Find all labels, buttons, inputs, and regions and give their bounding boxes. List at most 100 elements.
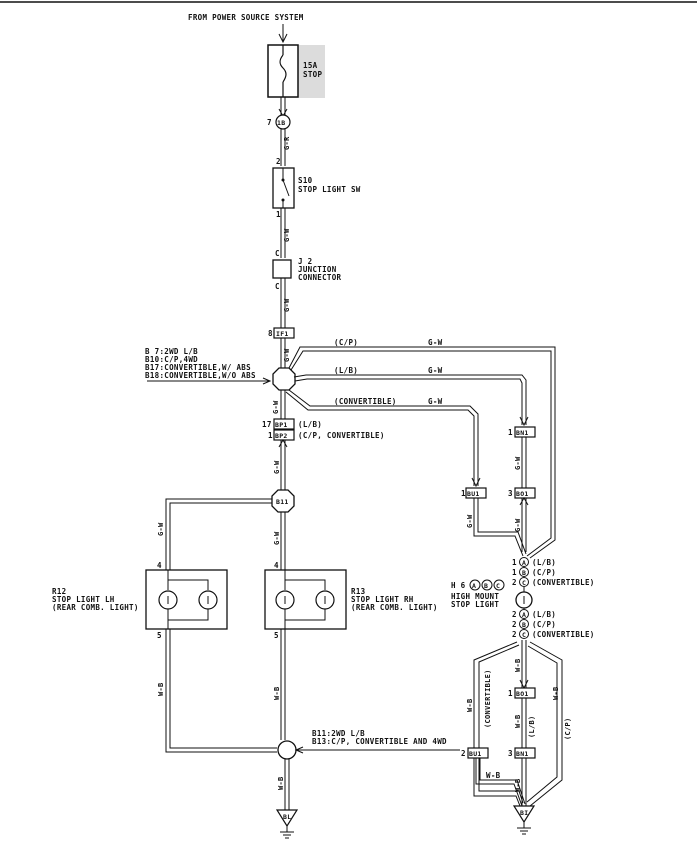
wire-bu1-gnd-a bbox=[475, 758, 523, 807]
h6-code: H 6 bbox=[451, 581, 466, 590]
bo1-top-box bbox=[514, 487, 536, 499]
branch-conv-b bbox=[285, 391, 475, 486]
wire-label-wb-7: W-B bbox=[466, 698, 474, 712]
label-lb-bottom: (L/B) bbox=[528, 715, 536, 738]
h6-top-conn-c: C bbox=[522, 579, 526, 587]
bo1-top-pin: 3 bbox=[508, 489, 513, 498]
bo1-bot-id: BO1 bbox=[516, 690, 529, 698]
if1-id: IF1 bbox=[276, 330, 289, 338]
r12-pin-top: 4 bbox=[157, 561, 162, 570]
bu1-top-box bbox=[465, 487, 487, 499]
s10-pin-out: 1 bbox=[276, 210, 281, 219]
r13-name2: (REAR COMB. LIGHT) bbox=[351, 603, 438, 612]
bu1-bot-pin: 2 bbox=[461, 749, 466, 758]
branch-lb-a bbox=[293, 374, 527, 425]
wire-b11-r12-b bbox=[169, 502, 272, 570]
branch-conv-a bbox=[288, 389, 479, 486]
wire-label-wb-9: W-B bbox=[514, 778, 522, 792]
h6-bot-circle-a bbox=[519, 609, 529, 619]
branch-conv-wire: G-W bbox=[428, 397, 443, 406]
bu1-top-id: BU1 bbox=[467, 490, 480, 498]
ground-left-icon bbox=[275, 809, 299, 828]
wire-label-gw-2: G-W bbox=[283, 298, 291, 312]
h6-circle-b-label: B bbox=[484, 582, 488, 590]
junction-top bbox=[272, 367, 296, 391]
r12-pin-bot: 5 bbox=[157, 631, 162, 640]
r13-name1: STOP LIGHT RH bbox=[351, 595, 414, 604]
r13-code: R13 bbox=[351, 587, 366, 596]
j2-code: J 2 bbox=[298, 257, 312, 266]
h6-bot-conn-a: A bbox=[522, 611, 526, 619]
j2-pin-out: C bbox=[275, 282, 280, 291]
wire-b11-r12-a bbox=[165, 498, 272, 570]
source-label: FROM POWER SOURCE SYSTEM bbox=[188, 13, 304, 22]
bp1-note: (L/B) bbox=[298, 420, 322, 429]
wire-label-wb-6: W-B bbox=[552, 686, 560, 700]
h6-top-note-3: (CONVERTIBLE) bbox=[532, 578, 595, 587]
bo1-bot-pin: 1 bbox=[508, 689, 513, 698]
h6-bot-circle-c bbox=[519, 629, 529, 639]
wire-h6-conv-loop-a bbox=[473, 641, 521, 807]
bu1-bot-box bbox=[467, 747, 489, 759]
wire-label-gw-5: G-W bbox=[466, 514, 474, 528]
s10-contact-dot-a bbox=[281, 178, 285, 182]
h6-bot-conn-c: C bbox=[522, 631, 526, 639]
bp2-pin: 1 bbox=[268, 431, 273, 440]
s10-contact-icon bbox=[282, 179, 290, 197]
bp2-note: (C/P, CONVERTIBLE) bbox=[298, 431, 385, 440]
s10-code: S10 bbox=[298, 176, 313, 185]
wire-label-wb-3: W-B bbox=[277, 776, 285, 790]
junction-top-line-3: B17:CONVERTIBLE,W/ ABS bbox=[145, 363, 251, 372]
h6-bot-pin-3: 2 bbox=[512, 630, 517, 639]
j2-name1: JUNCTION bbox=[298, 265, 337, 274]
if1-pin: 8 bbox=[268, 329, 273, 338]
h6-top-pin-2: 1 bbox=[512, 568, 517, 577]
bn1-bot-box bbox=[514, 747, 536, 759]
wire-h6-conv-loop-b bbox=[478, 644, 524, 804]
wire-label-wb-1: W-B bbox=[157, 682, 165, 696]
fuse-element-icon bbox=[279, 54, 287, 83]
wire-label-wb-4: W-B bbox=[514, 658, 522, 672]
junction-bottom-line-2: B13:C/P, CONVERTIBLE AND 4WD bbox=[312, 737, 447, 746]
wire-label-wb-5: W-B bbox=[514, 714, 522, 728]
h6-bot-circle-b bbox=[519, 619, 529, 629]
h6-bot-pin-1: 2 bbox=[512, 610, 517, 619]
bo1-top-id: BO1 bbox=[516, 490, 529, 498]
h6-circle-c bbox=[493, 579, 505, 591]
h6-top-conn-a: A bbox=[522, 559, 526, 567]
h6-top-circle-b bbox=[519, 567, 529, 577]
r12-name2: (REAR COMB. LIGHT) bbox=[52, 603, 139, 612]
h6-name2: STOP LIGHT bbox=[451, 600, 499, 609]
junction-bottom-pointer-head bbox=[294, 746, 304, 754]
r13-pin-bot: 5 bbox=[274, 631, 279, 640]
arrow-bo1-up bbox=[519, 496, 529, 506]
r12-internal-top bbox=[167, 570, 209, 590]
bn1-top-id: BN1 bbox=[516, 429, 529, 437]
j2-box bbox=[272, 259, 292, 279]
wire-label-gw-6: G-W bbox=[514, 518, 522, 532]
branch-lb-label: (L/B) bbox=[334, 366, 358, 375]
r13-pin-top: 4 bbox=[274, 561, 279, 570]
h6-circle-c-label: C bbox=[496, 582, 500, 590]
wire-bu1-gnd-b bbox=[479, 758, 526, 805]
h6-top-pin-1: 1 bbox=[512, 558, 517, 567]
ground-right-icon bbox=[512, 805, 536, 824]
h6-bot-note-2: (C/P) bbox=[532, 620, 556, 629]
branch-cp-wire: G-W bbox=[428, 338, 443, 347]
branch-lb-arrow bbox=[519, 416, 529, 427]
r13-internal-bot bbox=[284, 609, 326, 621]
r12-name1: STOP LIGHT LH bbox=[52, 595, 115, 604]
h6-top-circle-c bbox=[519, 577, 529, 587]
bp1-pin: 17 bbox=[262, 420, 272, 429]
wire-h6-cp-loop-a bbox=[529, 641, 563, 807]
label-cp-bottom: (C/P) bbox=[564, 717, 572, 740]
bn1-top-box bbox=[514, 426, 536, 438]
h6-top-circle-a bbox=[519, 557, 529, 567]
fuse-name: STOP bbox=[303, 70, 322, 79]
junction-top-line-1: B 7:2WD L/B bbox=[145, 347, 198, 356]
junction-bottom bbox=[277, 740, 297, 760]
wire-r12-gnd-a bbox=[165, 629, 277, 753]
branch-cp-a bbox=[288, 346, 556, 559]
r13-internal-top bbox=[284, 570, 326, 590]
